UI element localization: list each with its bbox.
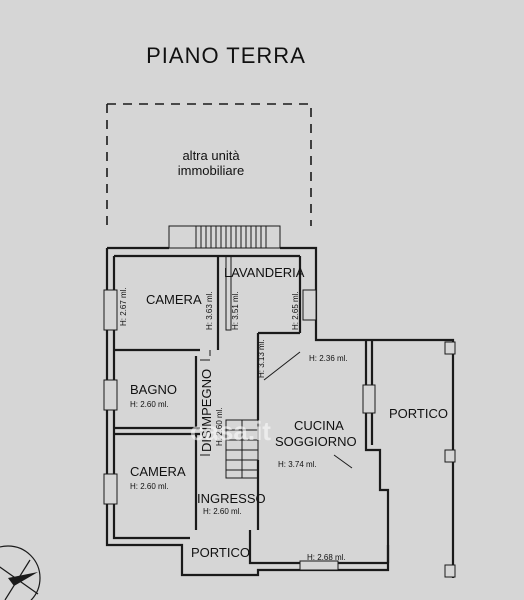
doors	[200, 350, 211, 456]
height-cucina-side: H: 3.13 ml.	[257, 339, 266, 378]
height-portico-bottom: H: 2.68 ml.	[307, 553, 346, 562]
staircase-inner	[225, 419, 259, 479]
room-portico-right: PORTICO	[389, 406, 448, 421]
height-camera-top: H: 2.67 ml.	[119, 287, 128, 326]
height-lavanderia-b: H: 3.51 ml.	[231, 291, 240, 330]
room-portico-bottom: PORTICO	[191, 545, 250, 560]
room-ingresso: INGRESSO	[197, 491, 266, 506]
room-camera-top: CAMERA	[146, 292, 202, 307]
height-disimpegno: H: 2.60 ml.	[215, 407, 224, 446]
height-lavanderia-a: H: 3.63 ml.	[205, 291, 214, 330]
staircase-top	[168, 225, 281, 249]
height-bagno: H: 2.60 ml.	[130, 400, 169, 409]
room-cucina: CUCINA	[294, 418, 344, 433]
room-lavanderia: LAVANDERIA	[224, 265, 305, 280]
height-soggiorno: H: 3.74 ml.	[278, 460, 317, 469]
height-lavanderia-c: H: 2.65 ml.	[291, 291, 300, 330]
cucina-diagonal	[263, 351, 301, 381]
other-unit-label-1: altra unità	[182, 148, 240, 163]
room-bagno: BAGNO	[130, 382, 177, 397]
room-camera-bottom: CAMERA	[130, 464, 186, 479]
outer-walls	[105, 246, 455, 578]
room-soggiorno: SOGGIORNO	[275, 434, 357, 449]
room-disimpegno: DISIMPEGNO	[199, 369, 214, 452]
height-cucina-top: H: 2.36 ml.	[309, 354, 348, 363]
height-camera-bottom: H: 2.60 ml.	[130, 482, 169, 491]
watermark: casa.it	[190, 416, 271, 446]
height-ingresso: H: 2.60 ml.	[203, 507, 242, 516]
cucina-diagonal-2	[333, 454, 353, 469]
other-unit-outline	[106, 103, 312, 226]
windows	[103, 289, 456, 578]
compass-icon	[0, 545, 41, 600]
plan-title: PIANO TERRA	[146, 43, 306, 68]
other-unit-label-2: immobiliare	[178, 163, 244, 178]
